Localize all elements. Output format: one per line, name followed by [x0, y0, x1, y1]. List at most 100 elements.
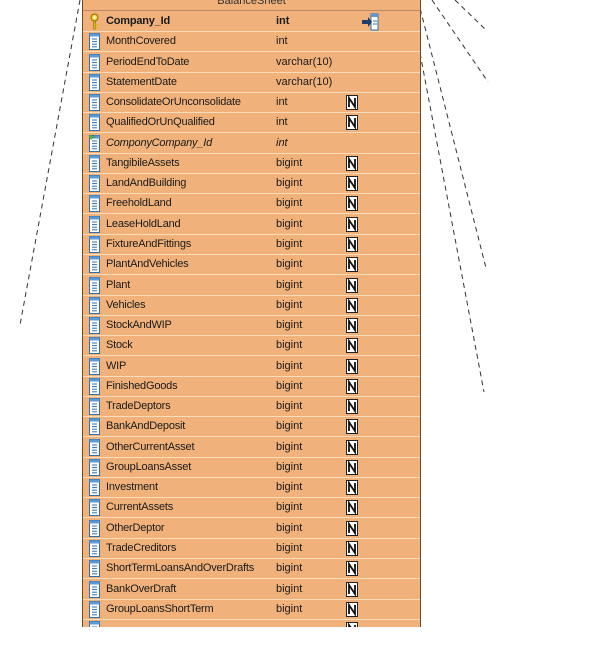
connector-line-right-2 — [417, 0, 487, 269]
nullable-icon — [346, 541, 358, 557]
column-icon — [89, 377, 100, 395]
column-icon — [89, 560, 100, 578]
nullable-icon — [346, 520, 358, 536]
column-type: bigint — [276, 379, 303, 392]
column-icon — [89, 337, 100, 355]
column-name: Vehicles — [106, 298, 146, 311]
column-row[interactable]: Investment bigint — [83, 478, 420, 499]
nullable-icon — [346, 277, 358, 293]
column-name: GroupLoansShortTerm — [106, 602, 214, 615]
column-type: bigint — [276, 521, 303, 534]
column-name: WIP — [106, 359, 127, 372]
column-icon — [89, 479, 100, 497]
column-icon — [89, 175, 100, 193]
column-row[interactable]: BankOverDraft bigint — [83, 580, 420, 600]
column-name: BankOverDraft — [106, 582, 177, 595]
column-name: CurrentAssets — [106, 501, 174, 514]
column-type: bigint — [276, 237, 303, 250]
column-type: bigint — [276, 542, 303, 555]
column-icon — [89, 94, 100, 112]
column-icon — [89, 296, 100, 314]
column-type: bigint — [276, 339, 303, 352]
column-name: Stock — [106, 339, 133, 352]
connector-line-right-1 — [409, 0, 485, 393]
column-type: int — [276, 96, 288, 109]
column-type: bigint — [276, 481, 303, 494]
column-row[interactable]: Company_Id int — [83, 12, 420, 32]
nullable-icon — [346, 561, 358, 577]
foreign-key-link-icon[interactable] — [361, 13, 379, 31]
column-icon — [89, 357, 100, 375]
column-row[interactable] — [83, 620, 420, 627]
nullable-icon — [346, 196, 358, 212]
column-name: Investment — [106, 481, 158, 494]
column-icon — [89, 154, 100, 172]
nullable-icon — [346, 439, 358, 455]
nullable-icon — [346, 419, 358, 435]
column-row[interactable]: PeriodEndToDate varchar(10) — [83, 53, 420, 73]
column-icon — [89, 235, 100, 253]
column-type: bigint — [276, 440, 303, 453]
column-row[interactable]: Stock bigint — [83, 336, 420, 357]
column-type: bigint — [276, 582, 303, 595]
column-row[interactable]: TangibileAssets bigint — [83, 154, 420, 174]
column-type: int — [276, 15, 290, 27]
nullable-icon — [346, 500, 358, 516]
column-row[interactable]: FreeholdLand bigint — [83, 194, 420, 215]
column-icon — [89, 215, 100, 233]
column-name: Company_Id — [106, 15, 171, 27]
column-icon — [89, 519, 100, 537]
column-name: ConsolidateOrUnconsolidate — [106, 96, 241, 109]
column-type: bigint — [276, 156, 303, 169]
column-type: bigint — [276, 501, 303, 514]
connector-line-right-4 — [454, 0, 487, 31]
connector-line-left — [19, 0, 81, 326]
column-row[interactable]: WIP bigint — [83, 357, 420, 377]
column-type: varchar(10) — [276, 55, 333, 68]
column-type: int — [276, 35, 288, 48]
nullable-icon — [346, 399, 358, 415]
nullable-icon — [346, 95, 358, 111]
column-type: bigint — [276, 359, 303, 372]
column-row[interactable]: Vehicles bigint — [83, 296, 420, 316]
column-type: bigint — [276, 420, 303, 433]
column-name: PlantAndVehicles — [106, 258, 189, 271]
column-name: TangibileAssets — [106, 156, 180, 169]
column-name: FreeholdLand — [106, 197, 172, 210]
column-name: ShortTermLoansAndOverDrafts — [106, 562, 255, 575]
column-row[interactable]: CurrentAssets bigint — [83, 498, 420, 519]
column-icon — [89, 276, 100, 294]
column-icon — [89, 398, 100, 416]
column-icon — [89, 53, 100, 71]
nullable-icon — [346, 378, 358, 394]
nullable-icon — [346, 155, 358, 171]
column-row[interactable]: ConsolidateOrUnconsolidate int — [83, 93, 420, 114]
column-name: ComponyCompany_Id — [106, 136, 213, 149]
column-name: PeriodEndToDate — [106, 55, 190, 68]
column-type: bigint — [276, 298, 303, 311]
column-type: bigint — [276, 197, 303, 210]
column-icon — [89, 418, 100, 436]
nullable-icon — [346, 297, 358, 313]
